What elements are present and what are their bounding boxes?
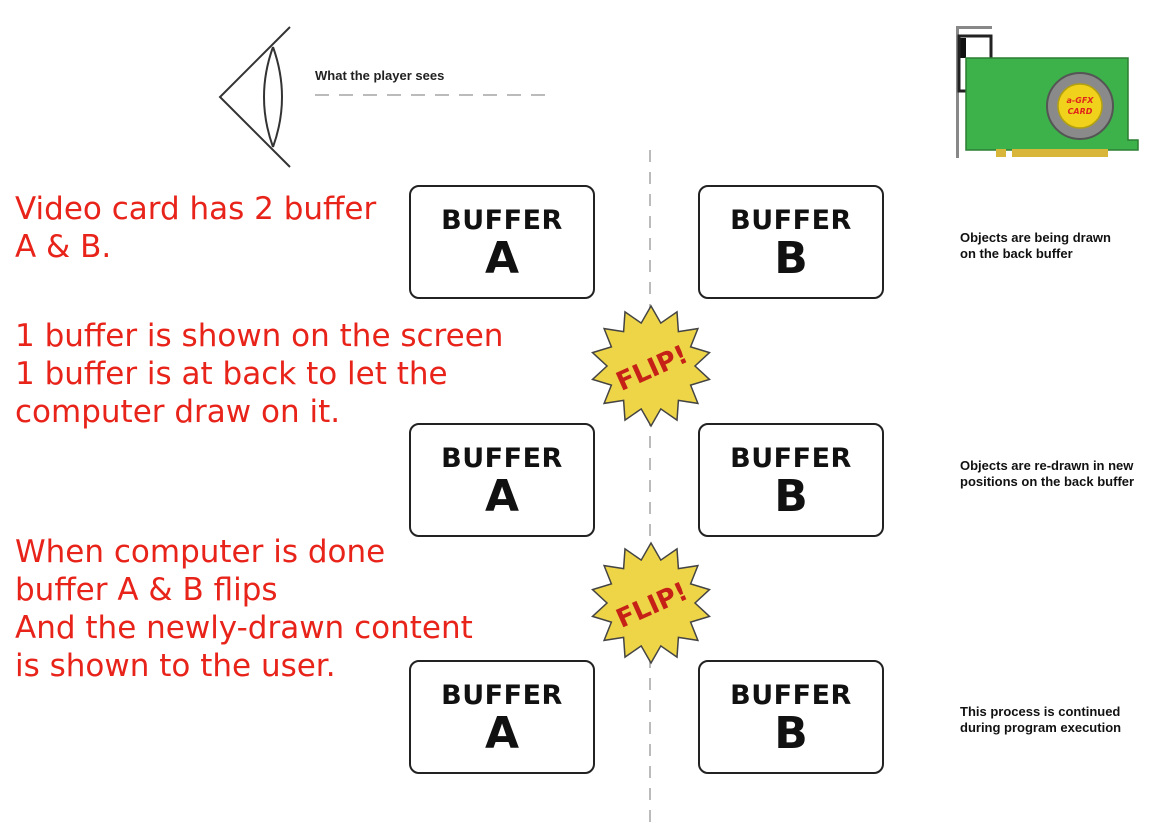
graphics-card-icon: a-GFX CARD (956, 26, 1139, 158)
buffer-a-row3: BUFFER A (409, 660, 595, 774)
buffer-label: BUFFER (441, 205, 563, 236)
flip-burst-1: FLIP! (591, 304, 711, 428)
buffer-letter: B (774, 708, 808, 759)
buffer-b-row2: BUFFER B (698, 423, 884, 537)
flip-burst-2: FLIP! (591, 541, 711, 665)
note-row2: Objects are re-drawn in new positions on… (960, 458, 1135, 489)
gpu-chip-label: a-GFX (1067, 96, 1095, 105)
svg-text:CARD: CARD (1068, 107, 1093, 116)
buffer-a-row1: BUFFER A (409, 185, 595, 299)
center-divider (649, 150, 651, 827)
buffer-letter: B (774, 471, 808, 522)
annotation-two-buffers: Video card has 2 buffer A & B. (15, 191, 377, 265)
buffer-letter: A (484, 233, 520, 284)
buffer-label: BUFFER (730, 443, 852, 474)
buffer-label: BUFFER (730, 205, 852, 236)
buffer-b-row1: BUFFER B (698, 185, 884, 299)
note-row3: This process is continued during program… (960, 704, 1122, 735)
annotation-front-back: 1 buffer is shown on the screen 1 buffer… (15, 318, 504, 430)
buffer-b-row3: BUFFER B (698, 660, 884, 774)
note-row1: Objects are being drawn on the back buff… (960, 230, 1111, 261)
buffer-letter: A (484, 471, 520, 522)
buffer-label: BUFFER (441, 680, 563, 711)
buffer-letter: B (774, 233, 808, 284)
buffer-letter: A (484, 708, 520, 759)
viewer-dashed-line (315, 94, 550, 96)
annotation-flip: When computer is done buffer A & B flips… (15, 534, 473, 684)
viewer-label: What the player sees (315, 68, 445, 83)
buffer-label: BUFFER (441, 443, 563, 474)
eye-icon (218, 26, 291, 168)
buffer-a-row2: BUFFER A (409, 423, 595, 537)
buffer-label: BUFFER (730, 680, 852, 711)
